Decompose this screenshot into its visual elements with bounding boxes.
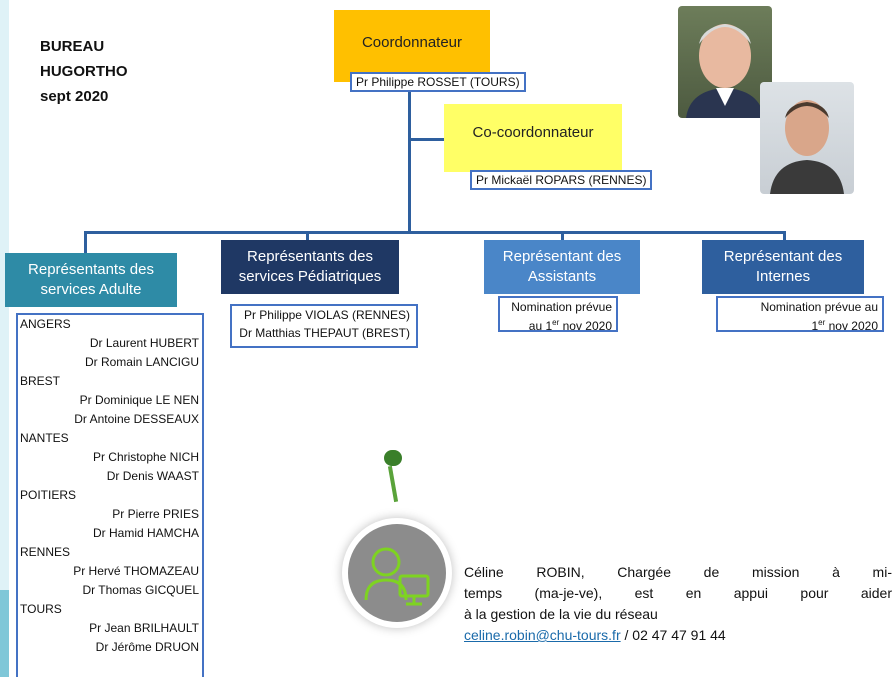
list-item: Dr Hamid HAMCHA [92,526,199,540]
rep-assistants-box: Représentant des Assistants [484,240,640,294]
connector-to-cocoord [408,138,446,141]
list-item-city: TOURS [20,602,62,616]
contact-text: Céline ROBIN, Chargée de mission à mi- t… [464,562,892,646]
assistants-note-line2: au 1er nov 2020 [528,318,612,333]
contact-line1: Céline ROBIN, Chargée de mission à mi- [464,564,892,580]
coordonnateur-title: Coordonnateur [361,34,463,51]
person-computer-icon [348,524,446,622]
list-item: Dr Laurent HUBERT [89,336,199,350]
coordonnateur-photo [678,6,772,118]
list-item: Dr Romain LANCIGU [84,355,199,369]
list-item: Dr Jérôme DRUON [95,640,199,654]
connector-pediatriques [306,231,309,241]
internes-note: Nomination prévue au 1er nov 2020 [716,296,884,333]
pediatriques-member: Pr Philippe VIOLAS (RENNES) [243,308,410,322]
email-link[interactable]: celine.robin@chu-tours.fr [464,627,621,643]
contact-line3: à la gestion de la vie du réseau [464,606,658,622]
bureau-title: BUREAU HUGORTHO sept 2020 [40,38,128,105]
left-accent-bar [0,0,9,677]
coordonnateur-name: Pr Philippe ROSSET (TOURS) [350,72,526,92]
internes-note-line2: 1er nov 2020 [811,318,878,333]
pushpin-shaft [387,465,399,503]
connector-horizontal [84,231,786,234]
list-item: Pr Christophe NICH [92,450,199,464]
internes-note-line1: Nomination prévue au [760,300,878,314]
pediatriques-member: Dr Matthias THEPAUT (BREST) [239,326,410,340]
phone-text: / 02 47 47 91 44 [620,627,726,643]
list-item-city: ANGERS [20,317,71,331]
connector-adulte [84,231,87,253]
connector-main-vertical [408,92,411,232]
connector-assistants [561,231,564,241]
cocoordonnateur-photo [760,82,854,194]
list-item: Pr Pierre PRIES [112,507,199,521]
list-item-city: BREST [20,374,61,388]
left-accent-bar-bottom [0,590,9,677]
contact-line2: temps (ma-je-ve), est en appui pour aide… [464,585,892,601]
list-item: Pr Jean BRILHAULT [89,621,199,635]
contact-line4: celine.robin@chu-tours.fr / 02 47 47 91 … [464,625,892,646]
rep-adulte-box: Représentants des services Adulte [5,253,177,307]
pushpin-icon [384,450,402,466]
list-item-city: POITIERS [20,488,77,502]
list-item: Dr Thomas GICQUEL [82,583,199,597]
list-item-city: RENNES [20,545,71,559]
assistants-note: Nomination prévue au 1er nov 2020 [498,296,618,333]
list-item-city: NANTES [20,431,69,445]
list-item: Dr Antoine DESSEAUX [74,412,199,426]
cocoordonnateur-box: Co-coordonnateur [444,104,622,172]
list-item: Pr Hervé THOMAZEAU [73,564,199,578]
pediatriques-members: Pr Philippe VIOLAS (RENNES) Dr Matthias … [230,304,418,348]
assistants-note-line1: Nomination prévue [511,300,612,314]
list-item: Dr Denis WAAST [106,469,199,483]
connector-internes [783,231,786,241]
cocoordonnateur-name: Pr Mickaël ROPARS (RENNES) [470,170,653,190]
adulte-members-list: ANGERS Dr Laurent HUBERT Dr Romain LANCI… [16,313,204,677]
rep-pediatriques-box: Représentants des services Pédiatriques [221,240,399,294]
list-item: Pr Dominique LE NEN [79,393,199,407]
coordonnateur-box: Coordonnateur [334,10,490,82]
rep-internes-box: Représentant des Internes [702,240,864,294]
cocoordonnateur-title: Co-coordonnateur [472,124,594,141]
